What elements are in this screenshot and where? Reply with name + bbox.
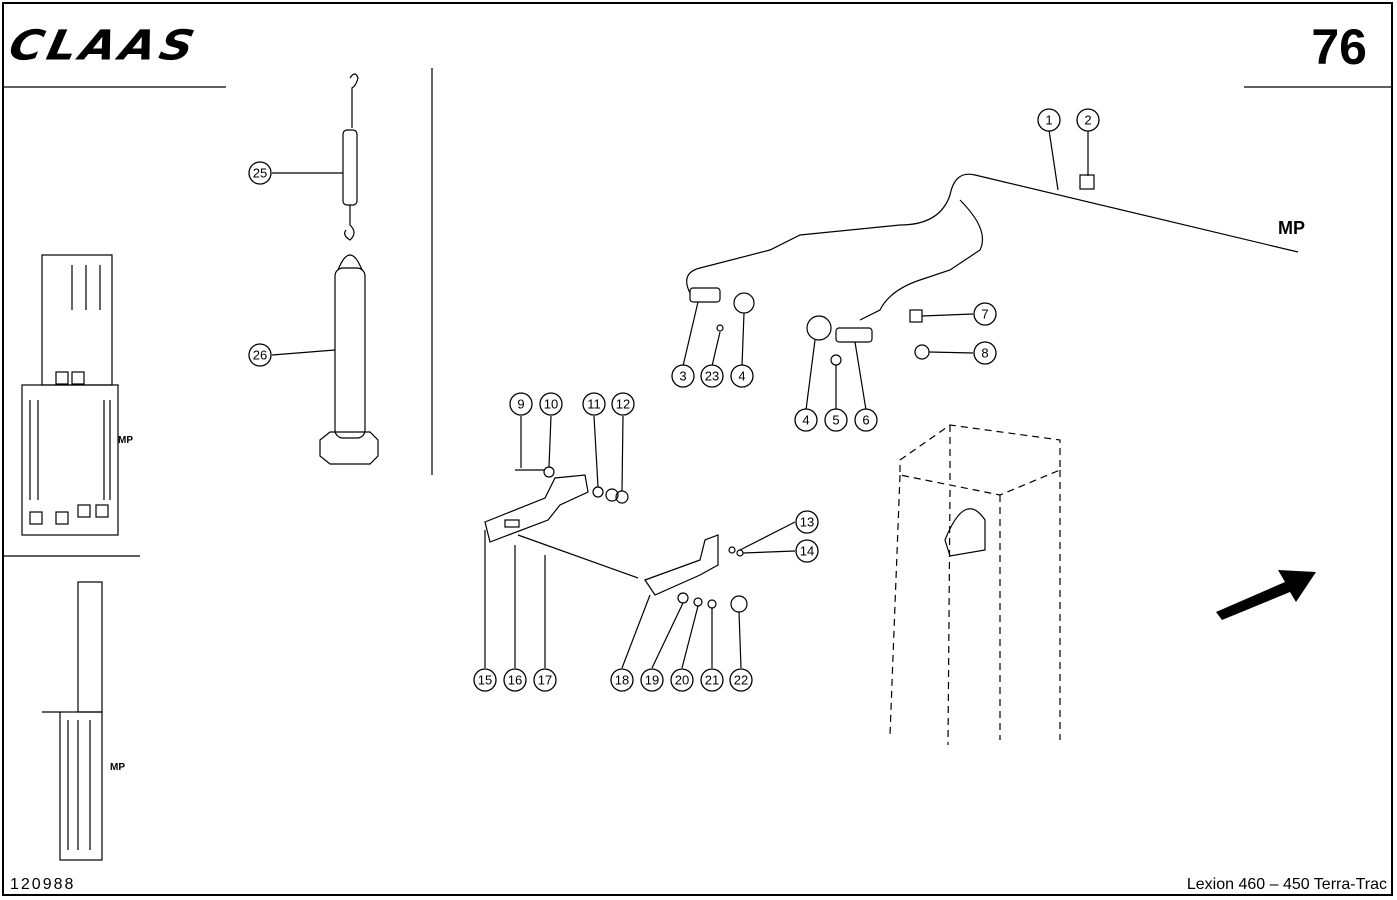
- svg-text:3: 3: [679, 369, 686, 384]
- svg-text:23: 23: [705, 369, 719, 384]
- svg-text:21: 21: [705, 673, 719, 688]
- page-number: 76: [1311, 19, 1367, 75]
- model-name: Lexion 460 – 450 Terra-Trac: [1186, 876, 1387, 893]
- callout-10: 10: [539, 392, 563, 416]
- callout-13: 13: [795, 510, 819, 534]
- callout-25: 25: [248, 161, 272, 185]
- callout-8: 8: [973, 341, 997, 365]
- svg-text:5: 5: [832, 413, 839, 428]
- leader-lines: [271, 129, 1089, 669]
- callout-19: 19: [640, 668, 664, 692]
- callout-11: 11: [582, 392, 606, 416]
- svg-text:2: 2: [1084, 113, 1091, 128]
- spring-scale-part: [342, 73, 359, 241]
- svg-text:13: 13: [800, 515, 814, 530]
- callout-26: 26: [248, 343, 272, 367]
- svg-text:6: 6: [862, 413, 869, 428]
- callout-22: 22: [729, 668, 753, 692]
- svg-text:16: 16: [508, 673, 522, 688]
- svg-text:20: 20: [675, 673, 689, 688]
- callout-4: 4: [730, 364, 754, 388]
- document-number: 120988: [10, 876, 76, 893]
- svg-text:9: 9: [517, 397, 524, 412]
- callout-20: 20: [670, 668, 694, 692]
- callout-5: 5: [824, 408, 848, 432]
- callout-2: 2: [1076, 108, 1100, 132]
- svg-text:26: 26: [253, 348, 267, 363]
- callout-18: 18: [610, 668, 634, 692]
- svg-text:15: 15: [478, 673, 492, 688]
- callout-7: 7: [973, 302, 997, 326]
- callout-15: 15: [473, 668, 497, 692]
- callout-12: 12: [611, 392, 635, 416]
- svg-text:4: 4: [738, 369, 745, 384]
- tube-part: [319, 254, 379, 465]
- svg-text:12: 12: [616, 397, 630, 412]
- callout-4: 4: [794, 408, 818, 432]
- callout-3: 3: [671, 364, 695, 388]
- callout-17: 17: [533, 668, 557, 692]
- callout-21: 21: [700, 668, 724, 692]
- callout-9: 9: [509, 392, 533, 416]
- mp-label: MP: [1278, 218, 1305, 238]
- svg-text:22: 22: [734, 673, 748, 688]
- machine-outline: [889, 424, 1061, 746]
- bracket-assembly: [484, 466, 748, 613]
- svg-text:25: 25: [253, 166, 267, 181]
- callout-6: 6: [854, 408, 878, 432]
- callout-14: 14: [795, 539, 819, 563]
- svg-text:10: 10: [544, 397, 558, 412]
- svg-text:19: 19: [645, 673, 659, 688]
- callout-16: 16: [503, 668, 527, 692]
- svg-text:8: 8: [981, 346, 988, 361]
- mp-label: MP: [118, 435, 133, 446]
- svg-text:7: 7: [981, 307, 988, 322]
- svg-text:17: 17: [538, 673, 552, 688]
- location-thumbnail-top: MP: [21, 254, 133, 536]
- direction-arrow: [1216, 570, 1316, 620]
- callout-23: 23: [700, 364, 724, 388]
- svg-text:14: 14: [800, 544, 814, 559]
- svg-text:11: 11: [587, 397, 601, 412]
- svg-text:1: 1: [1045, 113, 1052, 128]
- svg-text:18: 18: [615, 673, 629, 688]
- sensor-parts: [689, 287, 930, 366]
- callout-1: 1: [1037, 108, 1061, 132]
- mp-label: MP: [110, 762, 125, 773]
- cable-harness: [686, 173, 1299, 321]
- svg-text:4: 4: [802, 413, 809, 428]
- location-thumbnail-bottom: MP: [42, 581, 125, 861]
